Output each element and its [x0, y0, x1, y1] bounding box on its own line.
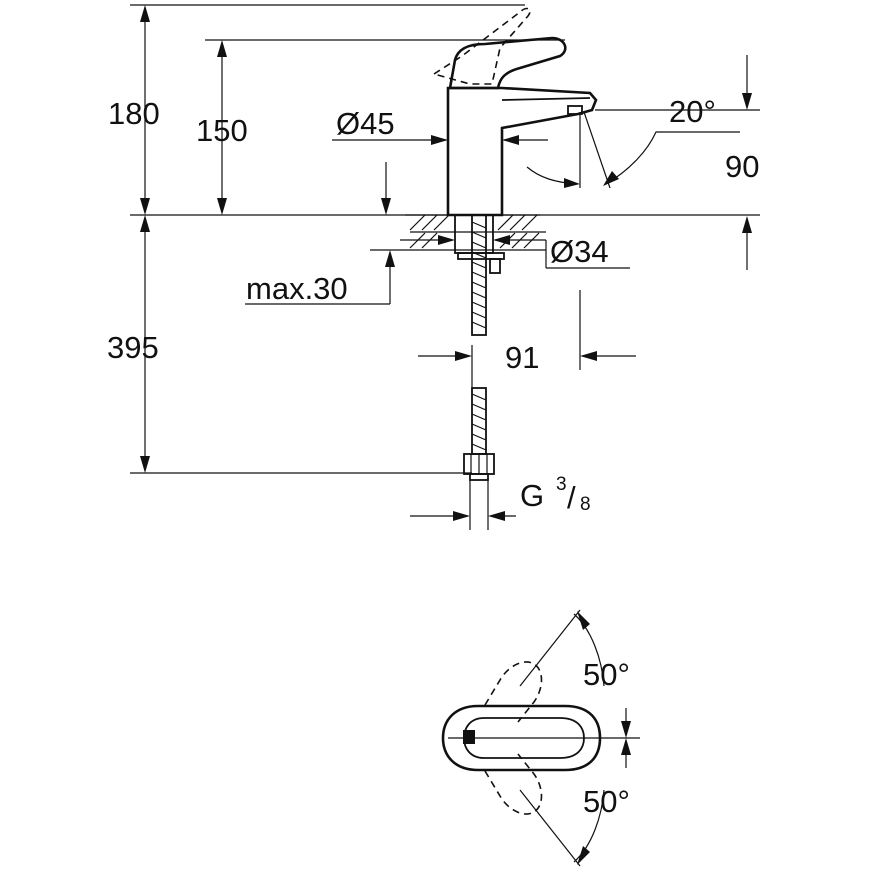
connection-denominator: 8	[580, 494, 591, 515]
extension-lines	[130, 4, 760, 530]
mounting-shank	[454, 214, 505, 336]
flex-hose	[463, 387, 495, 481]
dimension-deck-thickness: max.30	[245, 250, 395, 306]
dimension-connection: G 3 / 8	[410, 474, 591, 521]
dimension-body-diameter: Ø45	[332, 106, 548, 145]
hose-length-label: 395	[107, 330, 159, 365]
countertop-section	[370, 214, 546, 251]
connection-numerator: 3	[556, 474, 567, 495]
deck-arrow	[381, 162, 391, 215]
dimension-spout-angle: 20°	[526, 94, 740, 189]
lever-angle-down-label: 50°	[583, 784, 630, 819]
connection-slash: /	[567, 480, 576, 515]
base-diameter-label: Ø34	[550, 234, 609, 269]
deck-thickness-label: max.30	[246, 271, 348, 306]
spout-height-label: 150	[196, 113, 248, 148]
top-view: 50° 50°	[441, 609, 640, 867]
body-diameter-label: Ø45	[336, 106, 395, 141]
dimension-spout-length: 90	[725, 55, 759, 270]
total-height-label: 180	[108, 96, 160, 131]
projection-label: 91	[505, 340, 539, 375]
dimension-total-height: 180	[108, 5, 160, 215]
dimension-base-diameter: Ø34	[400, 234, 630, 269]
dimension-spout-height: 150	[196, 40, 248, 215]
lever-angle-up-label: 50°	[583, 657, 630, 692]
spout-length-label: 90	[725, 149, 759, 184]
dimension-hose-length: 395	[107, 215, 159, 473]
spout-angle-label: 20°	[669, 94, 716, 129]
connection-letter: G	[520, 478, 544, 513]
dimension-projection: 91	[418, 340, 636, 375]
